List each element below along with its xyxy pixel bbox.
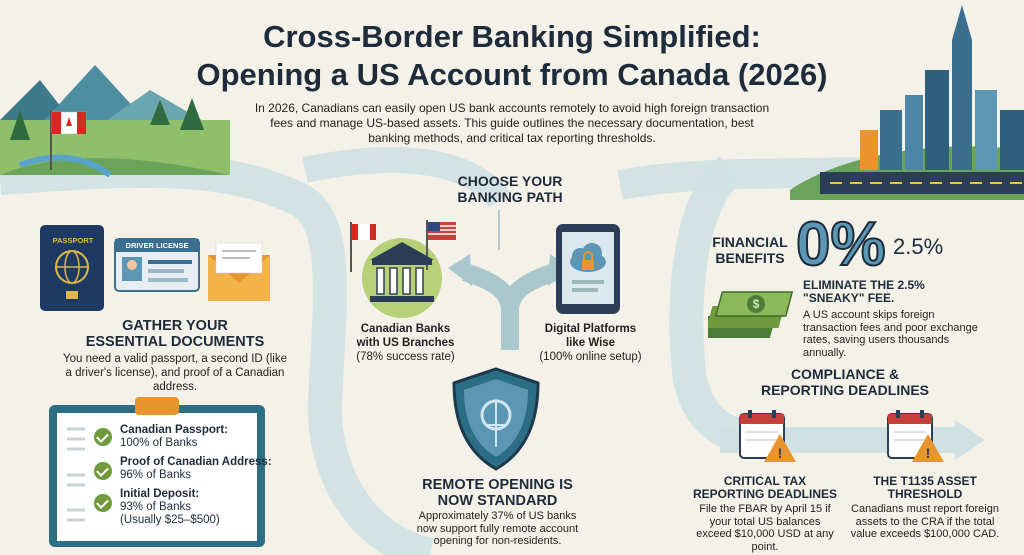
documents-illustration: [40, 225, 270, 311]
t1135-threshold-block: THE T1135 ASSET THRESHOLD Canadians must…: [840, 475, 1010, 541]
checklist-item-deposit: Initial Deposit: 93% of Banks (Usually $…: [120, 488, 220, 527]
option-a-stat: (78% success rate): [356, 351, 455, 363]
svg-text:$: $: [753, 297, 760, 311]
money-stack-icon: $: [708, 291, 794, 338]
fbar-title-1: CRITICAL TAX: [723, 474, 807, 488]
path-divider: [498, 210, 500, 250]
fbar-body: File the FBAR by April 15 if your total …: [696, 503, 834, 553]
benefits-heading-line-2: BENEFITS: [715, 250, 785, 266]
option-a-title-2: with US Branches: [356, 337, 455, 349]
title-line-1: Cross-Border Banking Simplified:: [263, 19, 761, 54]
intro-text: In 2026, Canadians can easily open US ba…: [254, 101, 770, 145]
svg-text:!: !: [926, 445, 931, 461]
envelope-icon: [208, 242, 270, 301]
shield-icon: [452, 367, 540, 471]
checklist-item-value: 96% of Banks: [120, 469, 191, 481]
calendar-warning-icon: !: [739, 410, 796, 462]
compliance-heading: COMPLIANCE & REPORTING DEADLINES: [745, 366, 945, 398]
benefits-heading: FINANCIAL BENEFITS: [700, 234, 800, 266]
t1135-body: Canadians must report foreign assets to …: [850, 503, 1000, 540]
compliance-heading-line-2: REPORTING DEADLINES: [760, 382, 929, 398]
bank-icon: [350, 220, 456, 318]
option-b-title-2: like Wise: [565, 337, 616, 349]
t1135-title-2: THRESHOLD: [887, 487, 963, 501]
passport-label: PASSPORT: [52, 236, 94, 245]
remote-heading: REMOTE OPENING IS NOW STANDARD: [395, 477, 600, 509]
documents-heading: GATHER YOUR ESSENTIAL DOCUMENTS: [70, 318, 280, 350]
check-icon: [94, 428, 112, 446]
checklist-item-passport: Canadian Passport: 100% of Banks: [120, 424, 228, 450]
benefits-body: A US account skips foreign transaction f…: [803, 309, 978, 359]
benefits-heading-line-1: FINANCIAL: [712, 234, 788, 250]
option-b-stat: (100% online setup): [539, 351, 642, 363]
benefits-sub-line-2: "SNEAKY" FEE.: [803, 291, 895, 305]
title-line-2: Opening a US Account from Canada (2026): [196, 57, 828, 92]
path-heading-line-2: BANKING PATH: [457, 189, 563, 205]
city-skyline-illustration: [790, 5, 1024, 200]
option-a-title-1: Canadian Banks: [360, 323, 451, 335]
option-b-title-1: Digital Platforms: [544, 323, 637, 335]
remote-heading-line-1: REMOTE OPENING IS: [422, 477, 573, 493]
check-icon: [94, 494, 112, 512]
option-digital-platforms: Digital Platforms like Wise (100% online…: [528, 322, 653, 364]
checklist-item-value: 93% of Banks: [120, 501, 191, 513]
checklist-item-address: Proof of Canadian Address: 96% of Banks: [120, 456, 272, 482]
checklist-item-title: Canadian Passport:: [120, 424, 228, 436]
benefits-zero-percent: 0%: [795, 210, 887, 279]
checklist-item-title: Proof of Canadian Address:: [120, 456, 272, 468]
t1135-title-1: THE T1135 ASSET: [873, 474, 977, 488]
documents-heading-line-1: GATHER YOUR: [122, 318, 228, 334]
path-heading-line-1: CHOOSE YOUR: [457, 173, 563, 189]
driver-license-icon: [114, 238, 200, 292]
fbar-title-2: REPORTING DEADLINES: [692, 487, 837, 501]
remote-heading-line-2: NOW STANDARD: [437, 493, 558, 509]
check-icon: [94, 462, 112, 480]
landscape-illustration: [0, 65, 230, 178]
svg-text:!: !: [778, 445, 783, 461]
remote-body: Approximately 37% of US banks now suppor…: [416, 510, 579, 547]
tablet-lock-icon: [556, 224, 620, 314]
checklist-item-value: 100% of Banks: [120, 437, 198, 449]
checklist-item-note: (Usually $25–$500): [120, 514, 220, 526]
path-heading: CHOOSE YOUR BANKING PATH: [400, 173, 620, 205]
calendar-warning-icon: !: [887, 410, 944, 462]
passport-icon: [40, 225, 104, 311]
documents-heading-line-2: ESSENTIAL DOCUMENTS: [85, 334, 265, 350]
fbar-deadline-block: CRITICAL TAX REPORTING DEADLINES File th…: [685, 475, 845, 553]
option-canadian-banks: Canadian Banks with US Branches (78% suc…: [343, 322, 468, 364]
benefits-compare-percent: 2.5%: [893, 234, 944, 259]
checklist-item-title: Initial Deposit:: [120, 488, 200, 500]
driver-license-label: DRIVER LICENSE: [125, 241, 189, 250]
page-title: Cross-Border Banking Simplified: Opening…: [170, 18, 854, 94]
documents-body: You need a valid passport, a second ID (…: [63, 353, 287, 393]
compliance-heading-line-1: COMPLIANCE &: [790, 366, 900, 382]
benefits-sub-line-1: ELIMINATE THE 2.5%: [803, 278, 925, 292]
benefits-subheading: ELIMINATE THE 2.5% "SNEAKY" FEE.: [803, 279, 963, 305]
